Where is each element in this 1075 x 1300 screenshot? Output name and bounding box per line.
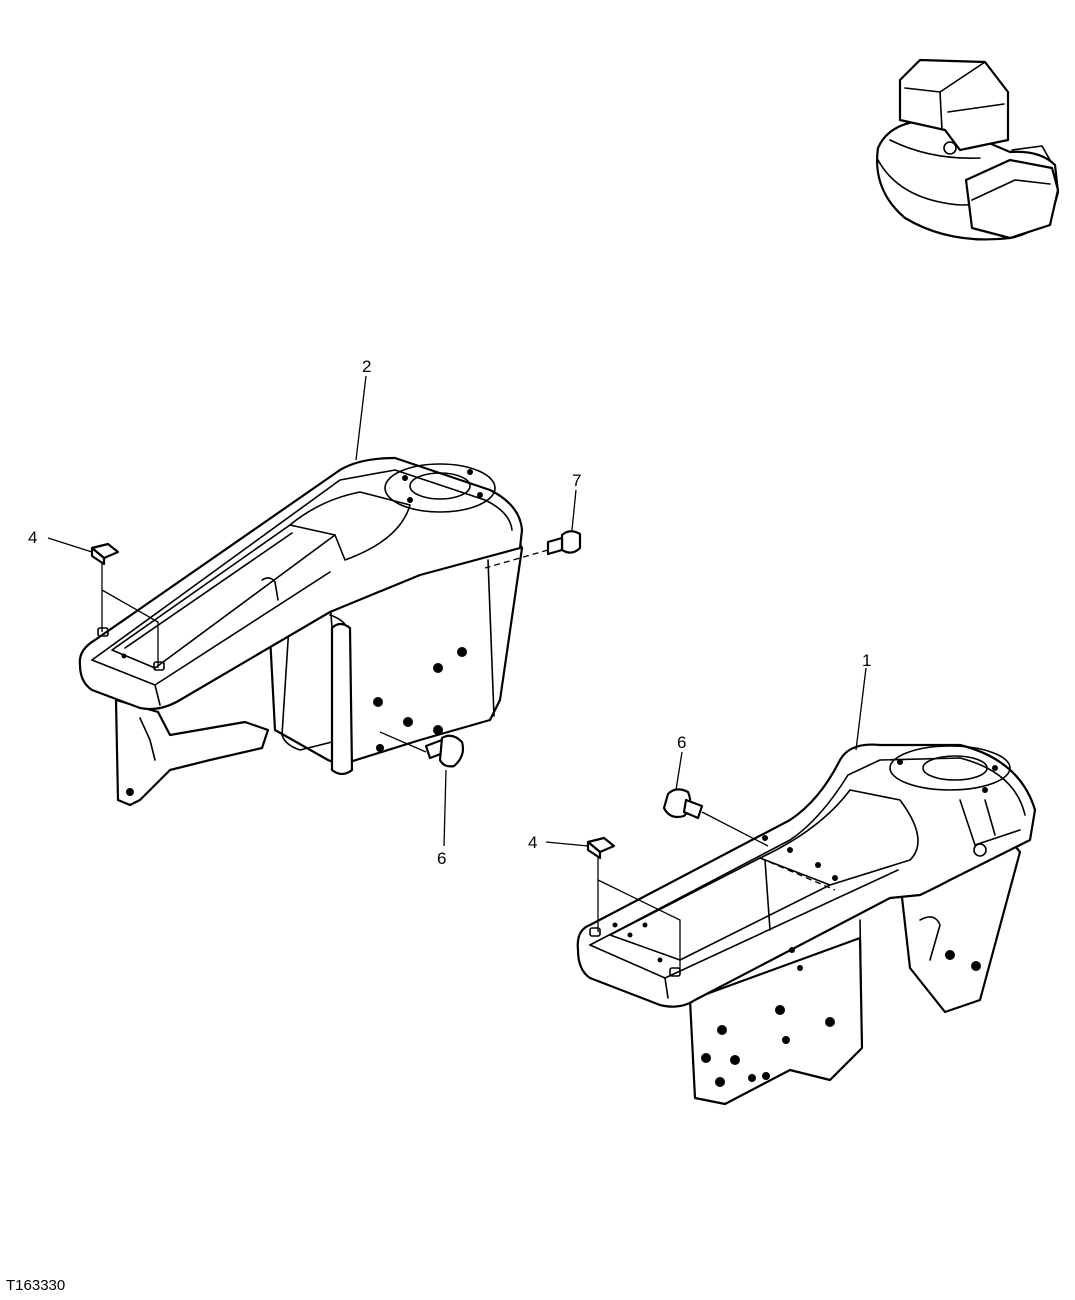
callout-1: 1 [862, 651, 871, 670]
figure-id: T163330 [6, 1277, 65, 1294]
bolt-part-6-right [662, 788, 769, 847]
leader-6-left [443, 769, 447, 847]
bolt-part-7 [484, 530, 582, 569]
callout-2: 2 [362, 357, 371, 376]
leader-6-right [675, 751, 683, 791]
excavator-locator-thumbnail [876, 58, 1060, 241]
callout-7: 7 [572, 471, 581, 490]
plug-part-4-left [90, 542, 159, 668]
callout-4-right: 4 [528, 833, 537, 852]
frame-part-2 [78, 456, 524, 807]
leader-4-right [545, 841, 589, 847]
callout-4-left: 4 [28, 528, 37, 547]
bolt-part-6-left [379, 731, 465, 768]
callout-6-right: 6 [677, 733, 686, 752]
callout-6-left: 6 [437, 849, 446, 868]
plug-part-4-right [586, 836, 681, 972]
leader-7 [571, 489, 577, 531]
leader-4-left [47, 537, 93, 553]
leader-2 [355, 375, 367, 461]
leader-1 [855, 667, 867, 751]
frame-part-1 [576, 743, 1037, 1106]
